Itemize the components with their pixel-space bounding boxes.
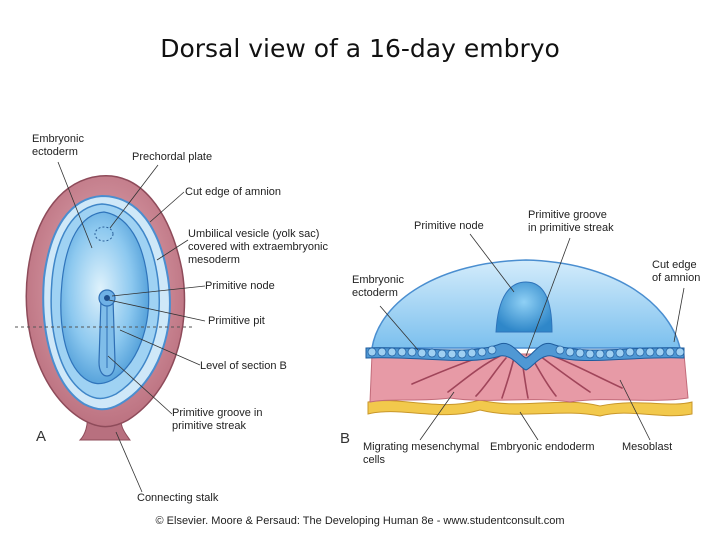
label-b-primitive-groove: Primitive groove in primitive streak — [528, 209, 614, 235]
primitive-node-bulge — [495, 281, 553, 333]
label-a-primitive-node: Primitive node — [205, 280, 275, 292]
label-a-embryonic-ectoderm: Embryonic ectoderm — [32, 133, 84, 159]
leader-a-vesicle — [156, 239, 189, 261]
label-line: Migrating mesenchymal — [363, 441, 480, 453]
prechordal-plate — [94, 226, 114, 242]
label-b-migrating-mesenchymal-cells: Migrating mesenchymal cells — [363, 441, 479, 467]
yolk-endoderm-layer — [367, 399, 693, 417]
label-line: primitive streak — [172, 420, 246, 432]
label-line: in primitive streak — [528, 222, 614, 234]
leader-b-endoderm — [519, 411, 539, 441]
label-line: Embryonic — [32, 133, 84, 145]
label-b-primitive-node: Primitive node — [414, 220, 484, 232]
leader-a-cut-amnion — [149, 191, 185, 223]
leader-a-ectoderm — [57, 161, 93, 249]
leader-a-node — [111, 285, 206, 297]
leader-b-cut-amnion — [673, 287, 685, 343]
copyright-credit: © Elsevier. Moore & Persaud: The Develop… — [155, 515, 565, 527]
label-line: of amnion — [652, 272, 701, 284]
leader-a-prechordal — [109, 164, 159, 229]
label-a-prechordal-plate: Prechordal plate — [132, 151, 213, 163]
panel-b-drawing — [365, 233, 693, 441]
panel-b-letter: B — [340, 430, 351, 447]
leader-b-node — [469, 233, 515, 293]
leader-b-migrating — [419, 391, 455, 441]
label-line: covered with extraembryonic — [188, 241, 329, 253]
ectoderm-cells — [367, 345, 685, 359]
label-a-umbilical-vesicle: Umbilical vesicle (yolk sac) covered wit… — [188, 228, 328, 267]
label-line: cells — [363, 454, 386, 466]
label-b-cut-edge-of-amnion: Cut edge of amnion — [652, 259, 700, 285]
label-line: Embryonic — [352, 274, 404, 286]
label-a-connecting-stalk: Connecting stalk — [137, 492, 219, 504]
panel-a-drawing — [15, 161, 206, 493]
label-line: Primitive groove in — [172, 407, 263, 419]
label-a-primitive-groove: Primitive groove in primitive streak — [172, 407, 262, 433]
label-line: Umbilical vesicle (yolk sac) — [188, 228, 320, 240]
leader-b-ectoderm — [379, 305, 419, 351]
label-a-level-of-section-b: Level of section B — [200, 360, 287, 372]
label-line: Cut edge — [652, 259, 697, 271]
label-line: Primitive groove — [528, 209, 607, 221]
leader-b-groove — [525, 237, 571, 357]
leader-b-mesoblast — [619, 379, 651, 441]
leader-a-groove — [107, 355, 173, 415]
label-a-primitive-pit: Primitive pit — [208, 315, 265, 327]
label-line: mesoderm — [188, 254, 240, 266]
leader-a-stalk — [115, 431, 143, 493]
label-line: ectoderm — [352, 287, 398, 299]
primitive-pit — [104, 295, 110, 301]
ectoderm-layer — [365, 342, 685, 371]
slide-title: Dorsal view of a 16-day embryo — [160, 34, 560, 63]
label-b-mesoblast: Mesoblast — [622, 441, 673, 453]
label-a-cut-edge-of-amnion: Cut edge of amnion — [185, 186, 282, 198]
label-line: ectoderm — [32, 146, 78, 158]
leader-a-section — [119, 329, 201, 366]
label-b-embryonic-ectoderm: Embryonic ectoderm — [352, 274, 404, 300]
panel-a-letter: A — [36, 428, 47, 445]
label-b-embryonic-endoderm: Embryonic endoderm — [490, 441, 595, 453]
leader-a-pit — [108, 299, 206, 322]
